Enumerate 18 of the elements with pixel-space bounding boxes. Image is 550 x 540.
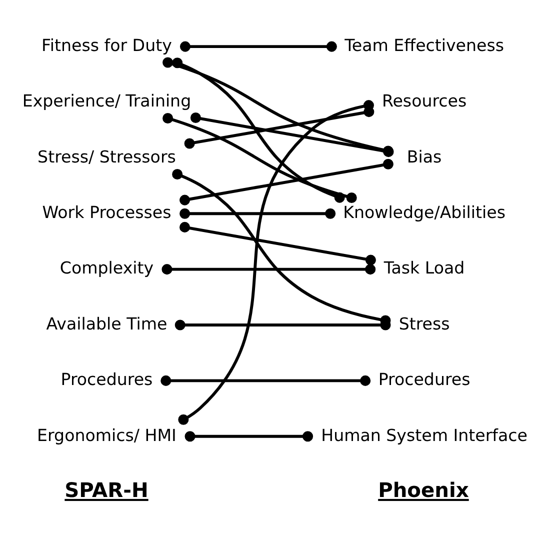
node-text: Stress <box>398 314 450 333</box>
node-text: Work Processes <box>42 202 172 222</box>
node-text: Fitness for Duty <box>42 35 172 54</box>
node-text: Human System Interface <box>321 425 528 444</box>
label: SPAR-H <box>64 477 148 502</box>
node-text: Resources <box>382 91 467 110</box>
node-text: Ergonomics/ HMI <box>37 425 176 444</box>
node-text: Complexity <box>60 258 154 278</box>
node-text: Procedures <box>378 370 470 389</box>
node-text: Bias <box>406 146 442 166</box>
node-text: Task Load <box>384 258 465 278</box>
node-text: Available Time <box>46 314 168 333</box>
node-text: Team Effectiveness <box>344 35 504 54</box>
node-text: Stress/ Stressors <box>38 146 176 166</box>
label: Phoenix <box>378 477 469 502</box>
node-text: Knowledge/Abilities <box>343 202 506 222</box>
node-text: Procedures <box>60 370 153 389</box>
node-text: Experience/ Training <box>22 91 192 110</box>
